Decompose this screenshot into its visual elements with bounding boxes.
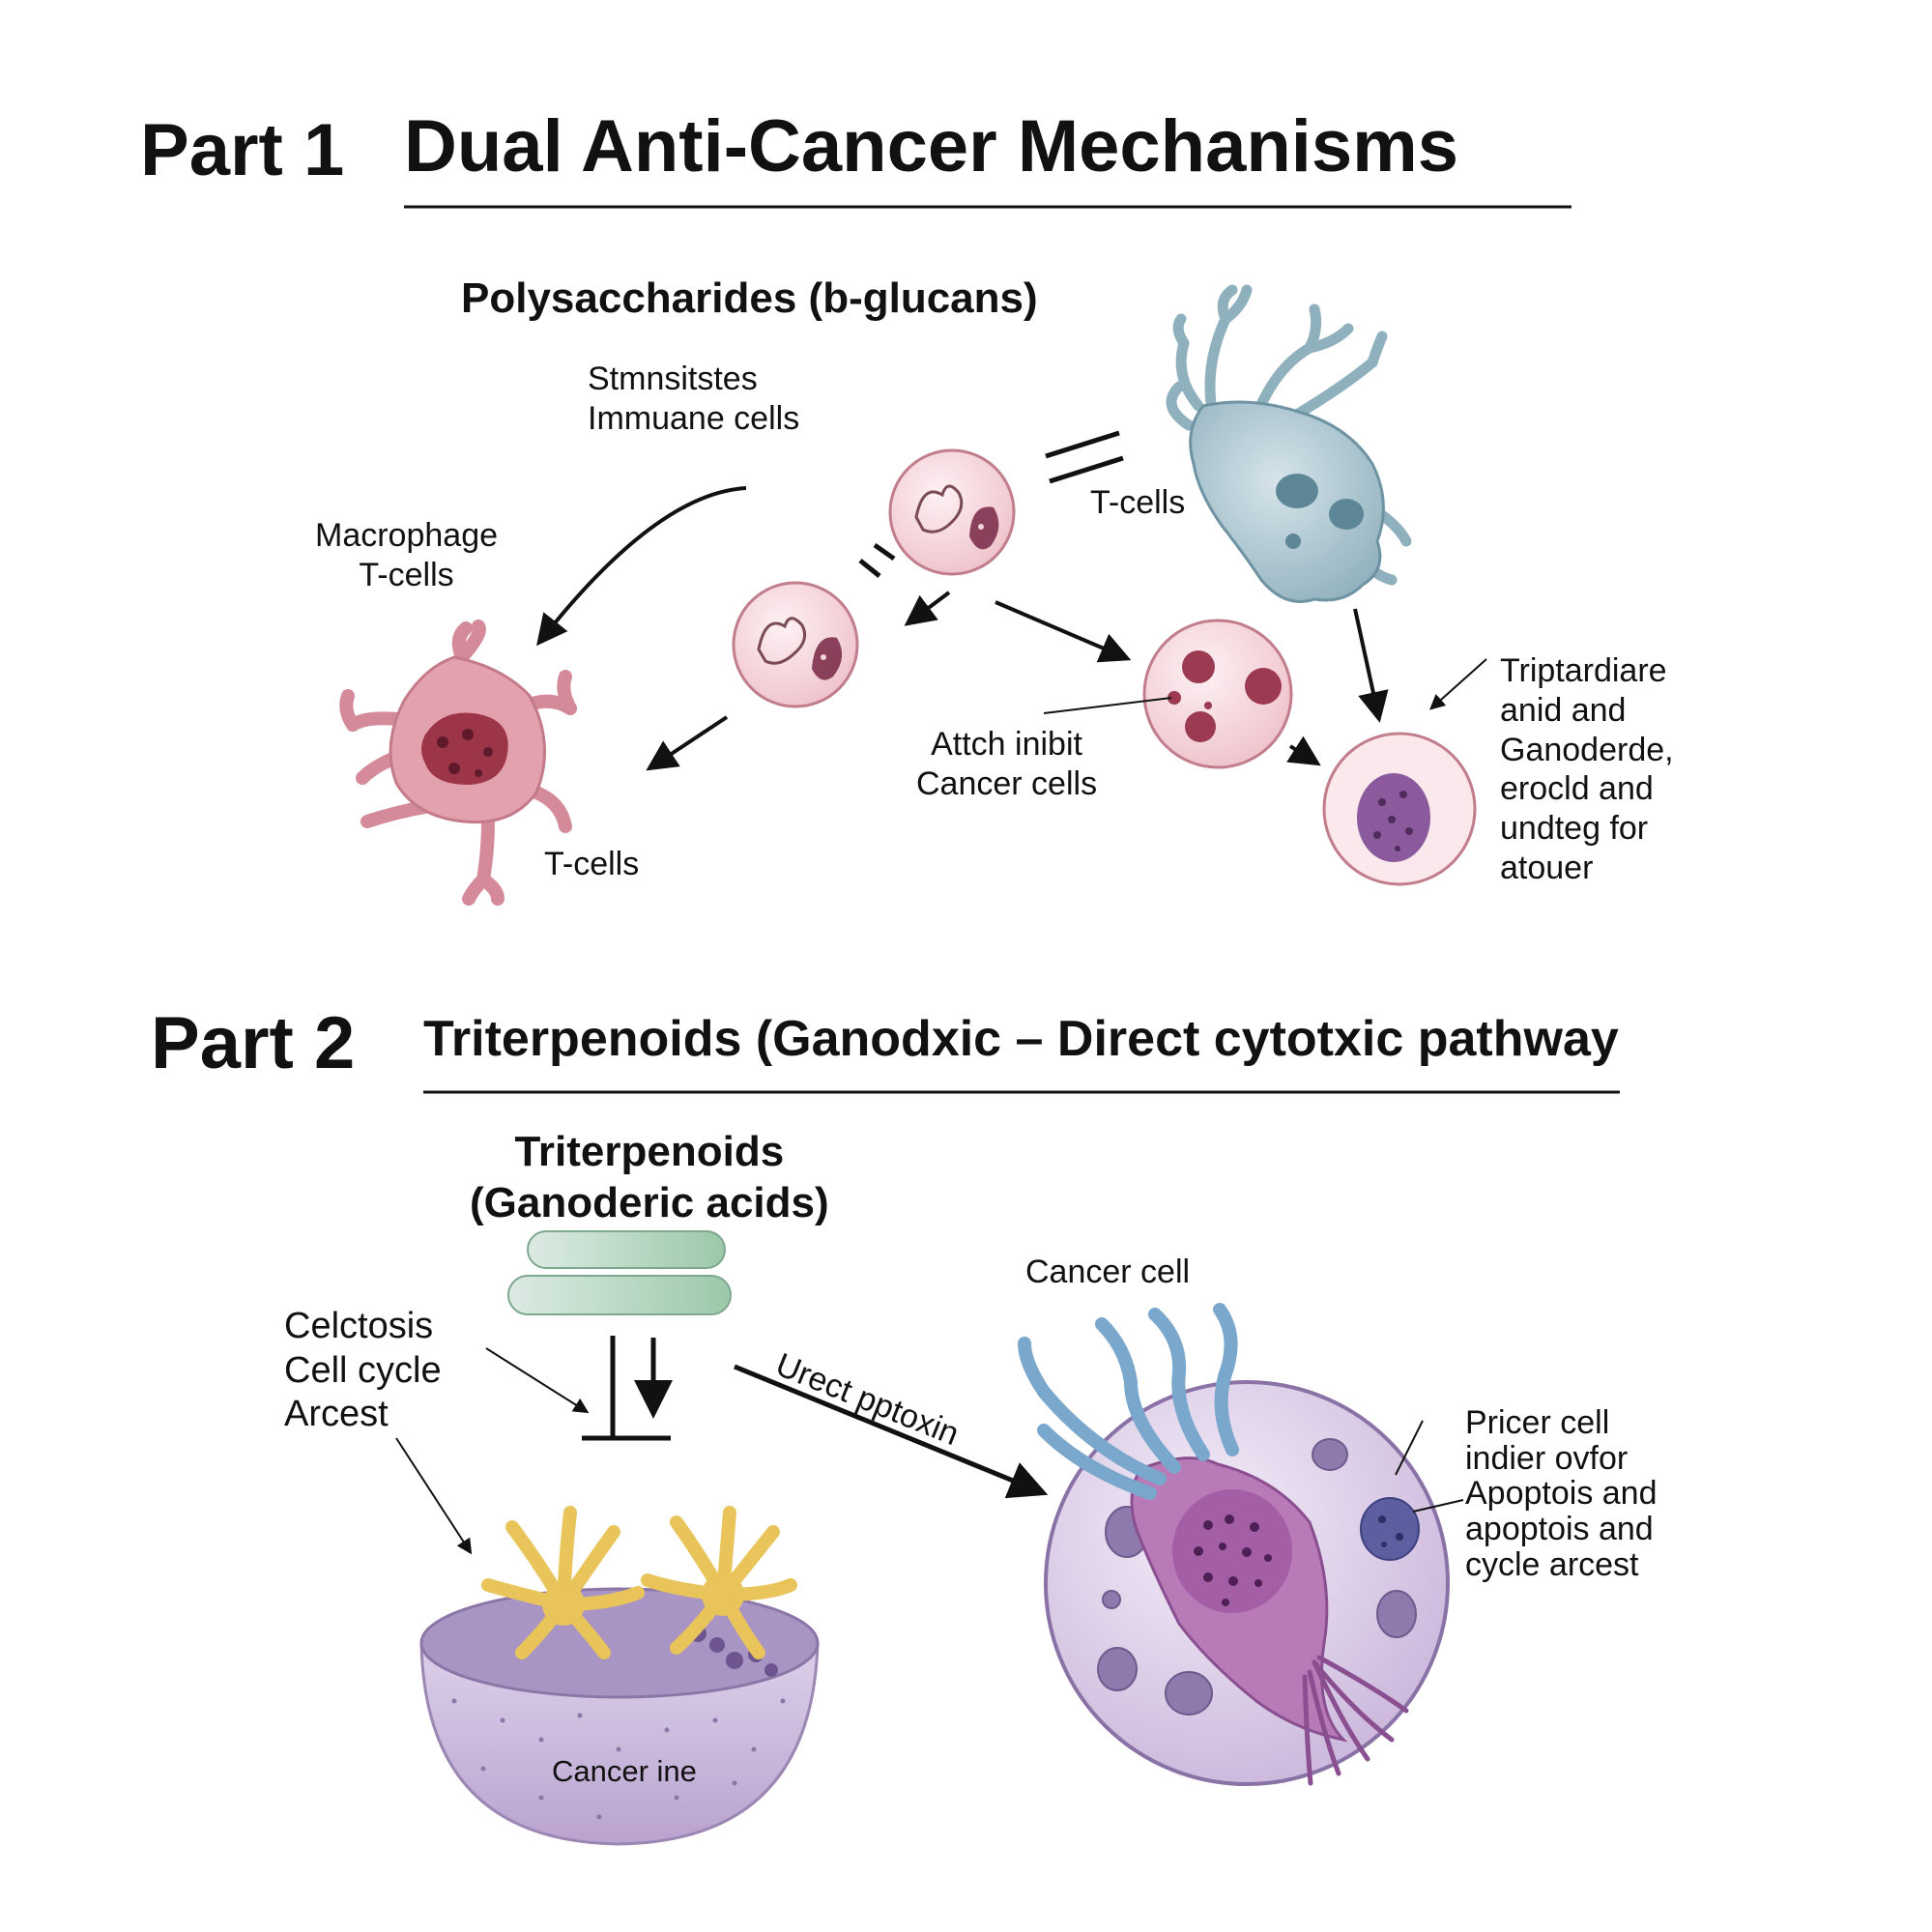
inhibition-symbol bbox=[582, 1336, 671, 1441]
triterpenoids-heading: Triterpenoids (Ganoderic acids) bbox=[470, 1128, 829, 1226]
arrow-activated-to-target bbox=[1286, 735, 1321, 766]
cancer-cell-label: Cancer cell bbox=[1025, 1254, 1191, 1290]
apoptosis-note-pointer-2 bbox=[1412, 1499, 1464, 1513]
right-side-note: Triptardiare anid and Ganoderde, erocld … bbox=[1500, 652, 1674, 886]
apoptosis-note: Pricer cell indier ovfor Apoptois and ap… bbox=[1465, 1404, 1658, 1583]
stimulates-label: Stmnsitstes Immuane cells bbox=[588, 360, 800, 437]
part2-tag: Part 2 bbox=[151, 1002, 356, 1084]
arrest-label-pointer bbox=[485, 1347, 590, 1414]
double-bar-top bbox=[1045, 430, 1124, 484]
arrow-down-left bbox=[904, 591, 951, 626]
arrest-label: Celctosis Cell cycle Arcest bbox=[284, 1306, 442, 1435]
macrophage-label: Macrophage T-cells bbox=[315, 517, 499, 593]
arrow-to-macrophage bbox=[536, 486, 747, 647]
part1-tag: Part 1 bbox=[140, 109, 345, 191]
note-pointer-arrow bbox=[1429, 658, 1487, 710]
macrophage-cell bbox=[339, 620, 577, 906]
apoptosis-note-pointer bbox=[1395, 1420, 1424, 1476]
double-bar-middle bbox=[858, 542, 896, 578]
part2-title: Triterpenoids (Ganodxic – Direct cytotxi… bbox=[423, 1011, 1619, 1067]
dendritic-cell bbox=[1166, 284, 1412, 603]
arrow-to-tcells bbox=[646, 715, 729, 771]
immune-cell-middle bbox=[732, 581, 859, 708]
cancer-tissue-dome bbox=[419, 1587, 820, 1846]
part1-title: Dual Anti-Cancer Mechanisms bbox=[404, 105, 1459, 187]
receptor-left-body bbox=[542, 1583, 585, 1626]
arrow-dendritic-to-target bbox=[1353, 608, 1389, 723]
cancer-cell-projections bbox=[1018, 1303, 1239, 1500]
immune-cell-top bbox=[888, 448, 1016, 576]
direct-pathway-arrow bbox=[734, 1364, 1049, 1499]
tcells-bottom-label: T-cells bbox=[544, 846, 640, 882]
triterpenoid-compound-icon bbox=[507, 1230, 732, 1315]
tcells-top-label: T-cells bbox=[1090, 484, 1186, 521]
attack-label-pointer bbox=[1043, 697, 1172, 714]
arrow-to-activated-cell bbox=[995, 600, 1132, 663]
receptor-right-body bbox=[702, 1573, 744, 1616]
target-cancer-cell bbox=[1322, 732, 1477, 886]
large-cancer-cell bbox=[1044, 1380, 1450, 1786]
attack-cancer-label: Attch inibit Cancer cells bbox=[916, 726, 1098, 802]
polysaccharides-heading: Polysaccharides (b-glucans) bbox=[461, 274, 1038, 322]
tumor-pointer bbox=[395, 1437, 473, 1555]
cancer-line-label: Cancer ine bbox=[552, 1754, 697, 1788]
activated-immune-cell bbox=[1142, 619, 1293, 769]
